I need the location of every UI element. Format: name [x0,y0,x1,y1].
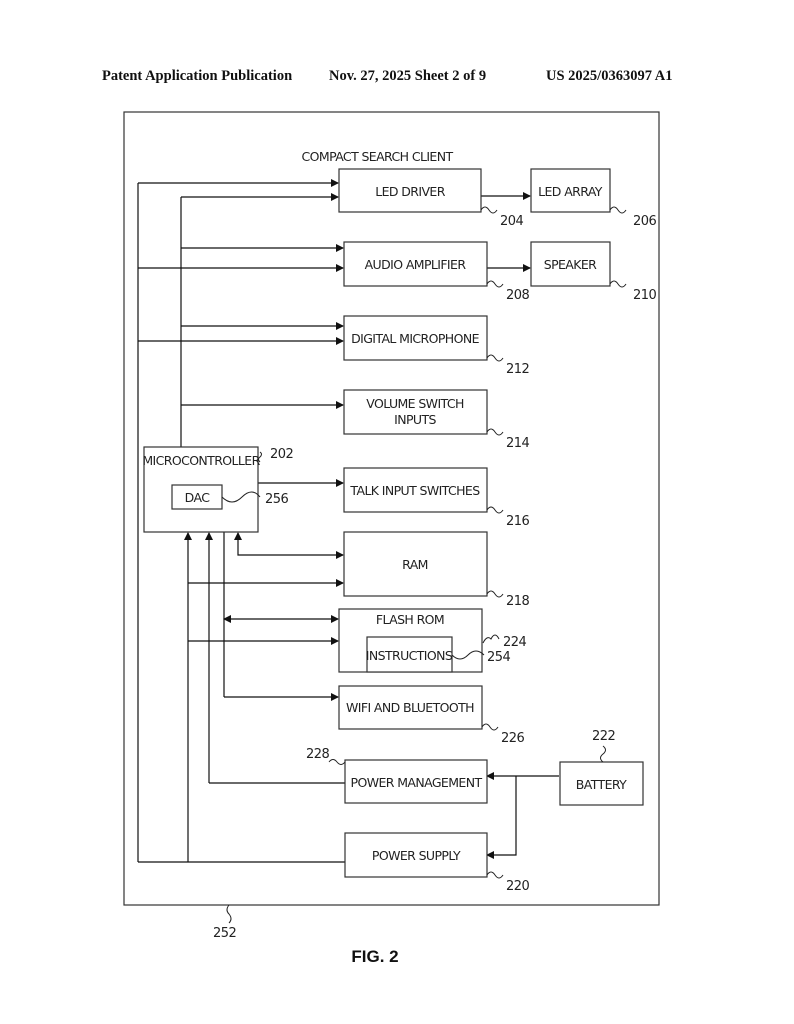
svg-text:228: 228 [306,747,330,762]
svg-text:SPEAKER: SPEAKER [544,257,597,272]
diagram-title: COMPACT SEARCH CLIENT [302,149,454,164]
svg-text:FLASH ROM: FLASH ROM [376,612,444,627]
block-ram: RAM 218 [343,531,530,609]
block-battery: BATTERY 222 [559,729,644,806]
svg-text:MICROCONTROLLER: MICROCONTROLLER [142,453,260,468]
figure-caption: FIG. 2 [351,947,398,966]
svg-text:INSTRUCTIONS: INSTRUCTIONS [366,648,453,663]
block-led-array: LED ARRAY 206 [530,168,657,229]
svg-text:256: 256 [265,492,289,507]
svg-text:218: 218 [506,594,530,609]
header-date-sheet: Nov. 27, 2025 Sheet 2 of 9 [329,68,487,84]
block-speaker: SPEAKER 210 [530,241,657,303]
svg-text:224: 224 [503,635,527,650]
svg-text:222: 222 [592,729,615,744]
block-led-driver: LED DRIVER 204 [338,168,524,229]
svg-text:212: 212 [506,362,529,377]
svg-text:254: 254 [487,650,511,665]
svg-text:220: 220 [506,879,530,894]
svg-text:206: 206 [633,214,657,229]
svg-text:AUDIO AMPLIFIER: AUDIO AMPLIFIER [365,257,467,272]
block-instructions [366,636,453,673]
svg-text:LED ARRAY: LED ARRAY [538,184,603,199]
block-wifi-bluetooth: WIFI AND BLUETOOTH 226 [338,685,525,746]
block-talk-input-switches: TALK INPUT SWITCHES 216 [343,467,530,529]
svg-text:204: 204 [500,214,524,229]
svg-text:WIFI AND BLUETOOTH: WIFI AND BLUETOOTH [346,700,474,715]
header-publication: Patent Application Publication [102,68,293,84]
svg-text:RAM: RAM [402,557,428,572]
bus-lines [137,179,559,863]
svg-text:DAC: DAC [185,490,211,505]
svg-text:DIGITAL MICROPHONE: DIGITAL MICROPHONE [351,331,479,346]
svg-text:208: 208 [506,288,530,303]
enclosure-ref: 252 [213,926,236,941]
block-power-management: POWER MANAGEMENT 228 [306,747,488,804]
enclosure-leader [226,904,232,924]
block-flash-rom: FLASH ROM 224 INSTRUCTIONS 254 [338,608,527,673]
svg-text:LED DRIVER: LED DRIVER [375,184,446,199]
svg-text:POWER MANAGEMENT: POWER MANAGEMENT [351,775,483,790]
svg-text:POWER SUPPLY: POWER SUPPLY [372,848,461,863]
svg-text:210: 210 [633,288,657,303]
svg-text:202: 202 [270,447,293,462]
block-power-supply: POWER SUPPLY 220 [344,832,530,894]
block-volume-switch-inputs: VOLUME SWITCH INPUTS 214 [343,389,530,451]
svg-text:VOLUME SWITCH: VOLUME SWITCH [366,396,464,411]
block-microcontroller: MICROCONTROLLER 202 DAC 256 [142,446,294,533]
svg-text:214: 214 [506,436,530,451]
header-patent-number: US 2025/0363097 A1 [546,68,673,84]
block-audio-amplifier: AUDIO AMPLIFIER 208 [343,241,530,303]
svg-text:INPUTS: INPUTS [394,412,436,427]
block-digital-microphone: DIGITAL MICROPHONE 212 [343,315,530,377]
svg-text:BATTERY: BATTERY [576,777,627,792]
svg-text:216: 216 [506,514,530,529]
svg-text:226: 226 [501,731,525,746]
svg-text:TALK INPUT SWITCHES: TALK INPUT SWITCHES [349,483,480,498]
